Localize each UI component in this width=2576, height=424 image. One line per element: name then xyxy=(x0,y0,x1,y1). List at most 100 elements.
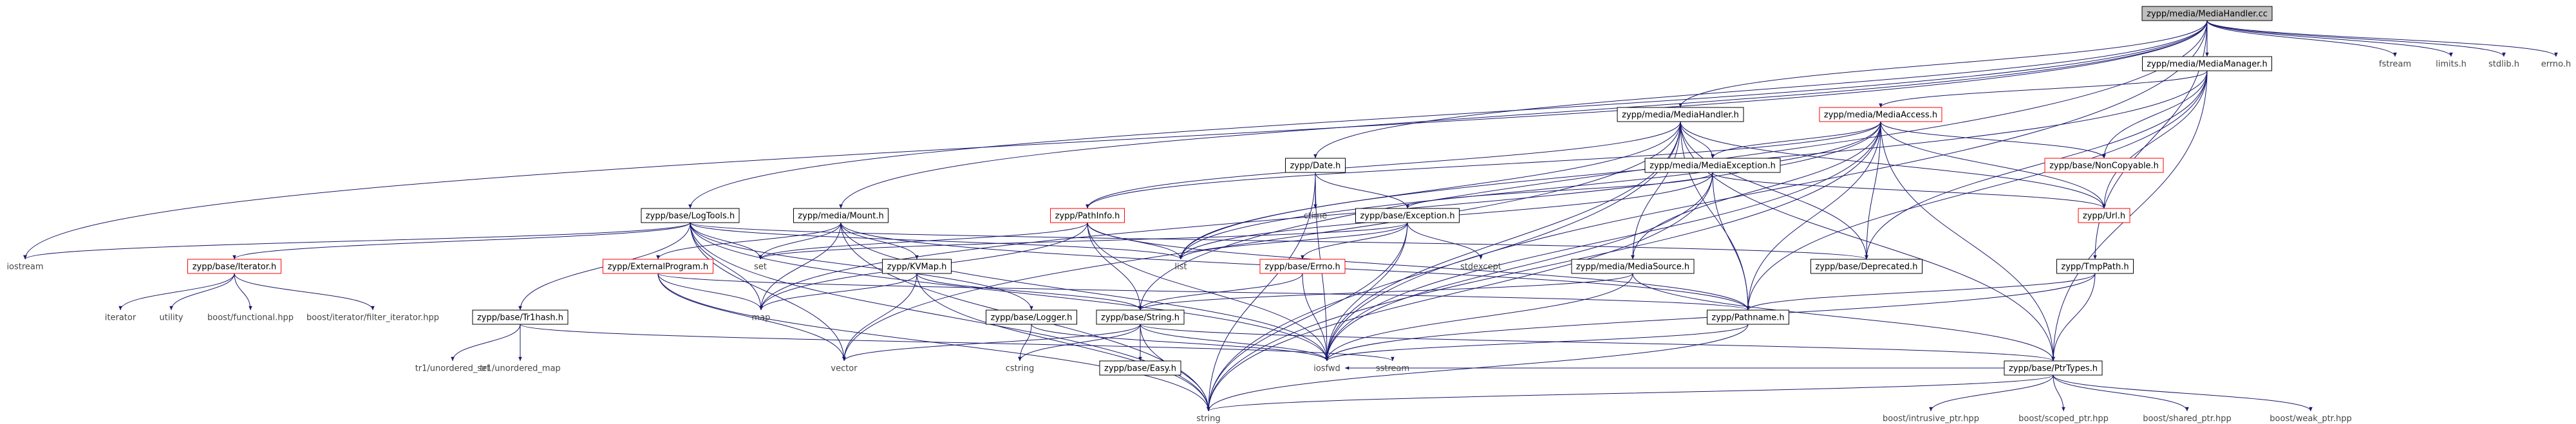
edge-ma-to-string xyxy=(1207,121,1881,412)
node-box xyxy=(882,259,952,274)
edge-logtools-to-map xyxy=(690,222,763,311)
edge-trhash-to-sstream xyxy=(520,324,1395,362)
node-label: zypp/media/MediaManager.h xyxy=(2147,60,2267,69)
node-box xyxy=(472,309,569,325)
node-list: list xyxy=(1174,263,1187,272)
node-zypp-tmppath-h[interactable]: zypp/TmpPath.h xyxy=(2056,259,2134,274)
node-zypp-kvmap-h[interactable]: zypp/KVMap.h xyxy=(882,259,952,274)
node-label: zypp/base/Deprecated.h xyxy=(1816,263,1918,272)
node-zypp-media-mediaaccess-h[interactable]: zypp/media/MediaAccess.h xyxy=(1819,107,1942,122)
node-label: zypp/base/NonCopyable.h xyxy=(2049,161,2159,171)
node-zypp-url-h[interactable]: zypp/Url.h xyxy=(2078,208,2130,223)
node-label: zypp/KVMap.h xyxy=(887,263,947,272)
edge-logtools-to-logger xyxy=(690,222,1033,311)
node-label: boost/scoped_ptr.hpp xyxy=(2018,414,2109,424)
edge-bstring-to-cstring xyxy=(1018,324,1141,362)
node-zypp-externalprogram-h[interactable]: zypp/ExternalProgram.h xyxy=(603,259,713,274)
node-zypp-base-easy-h[interactable]: zypp/base/Easy.h xyxy=(1099,360,1181,376)
edge-root-to-errno xyxy=(2206,20,2558,57)
node-zypp-pathinfo-h[interactable]: zypp/PathInfo.h xyxy=(1050,208,1125,223)
edge-mexc-to-string xyxy=(1207,172,1713,412)
edge-mh-to-pathname xyxy=(1680,121,1750,311)
edge-root-to-stdlib xyxy=(2206,20,2506,57)
edge-kvmap-to-map xyxy=(759,273,917,311)
node-zypp-media-mediaexception-h[interactable]: zypp/media/MediaException.h xyxy=(1644,158,1781,173)
node-label: zypp/Pathname.h xyxy=(1711,313,1784,323)
node-tr1-unordered-set: tr1/unordered_set xyxy=(415,364,491,374)
node-label: zypp/base/Exception.h xyxy=(1360,212,1454,221)
edge-logtools-to-deprecated xyxy=(690,222,1868,260)
node-label: boost/iterator/filter_iterator.hpp xyxy=(306,313,439,323)
node-label: zypp/media/Mount.h xyxy=(798,212,883,221)
edge-pathinfo-to-bstring xyxy=(1087,222,1142,311)
edge-mexc-to-pathname xyxy=(1712,172,1750,311)
node-zypp-base-logtools-h[interactable]: zypp/base/LogTools.h xyxy=(641,208,740,223)
node-zypp-media-mediasource-h[interactable]: zypp/media/MediaSource.h xyxy=(1571,259,1695,274)
node-zypp-base-string-h[interactable]: zypp/base/String.h xyxy=(1096,309,1185,325)
node-label: utility xyxy=(160,313,183,323)
edge-iterator_h-to-iterator xyxy=(118,273,235,311)
edge-ma-to-deprecated xyxy=(1865,121,1881,260)
node-zypp-base-exception-h[interactable]: zypp/base/Exception.h xyxy=(1355,208,1460,223)
node-zypp-base-errno-h[interactable]: zypp/base/Errno.h xyxy=(1259,259,1346,274)
node-box xyxy=(2141,6,2273,21)
node-zypp-base-ptrtypes-h[interactable]: zypp/base/PtrTypes.h xyxy=(2004,360,2103,376)
node-string: string xyxy=(1196,414,1220,424)
node-box xyxy=(1707,309,1789,325)
edge-ma-to-list xyxy=(1179,121,1881,260)
edge-kvmap-to-vector xyxy=(842,273,917,362)
node-box xyxy=(793,208,888,223)
node-label: zypp/Url.h xyxy=(2083,212,2125,221)
node-zypp-media-mediamanager-h[interactable]: zypp/media/MediaManager.h xyxy=(2142,56,2272,71)
node-label: zypp/base/Tr1hash.h xyxy=(477,313,563,323)
edge-msource-to-bstring xyxy=(1138,273,1633,311)
edge-mexc-to-url xyxy=(1712,172,2106,209)
node-sstream: sstream xyxy=(1376,364,1409,374)
node-label: zypp/media/MediaHandler.cc xyxy=(2147,10,2268,19)
edge-bexc-to-set xyxy=(758,222,1408,260)
edge-mh-to-msource xyxy=(1631,121,1681,260)
edge-mm-to-url xyxy=(2102,70,2208,209)
edge-mm-to-ma xyxy=(1879,70,2208,108)
node-label: zypp/media/MediaSource.h xyxy=(1576,263,1689,272)
node-label: zypp/base/LogTools.h xyxy=(646,212,735,221)
node-zypp-media-mediahandler-cc[interactable]: zypp/media/MediaHandler.cc xyxy=(2141,6,2273,21)
node-box xyxy=(1096,309,1185,325)
node-map: map xyxy=(752,313,771,323)
node-label: zypp/TmpPath.h xyxy=(2061,263,2129,272)
node-label: limits.h xyxy=(2436,60,2467,69)
node-zypp-date-h[interactable]: zypp/Date.h xyxy=(1285,158,1346,173)
node-label: boost/functional.hpp xyxy=(207,313,294,323)
node-label: zypp/Date.h xyxy=(1290,161,1341,171)
node-zypp-base-iterator-h[interactable]: zypp/base/Iterator.h xyxy=(187,259,281,274)
node-zypp-base-noncopyable-h[interactable]: zypp/base/NonCopyable.h xyxy=(2044,158,2164,173)
node-zypp-pathname-h[interactable]: zypp/Pathname.h xyxy=(1707,309,1789,325)
edge-ma-to-mexc xyxy=(1711,121,1881,159)
edge-kvmap-to-bstring xyxy=(916,273,1142,311)
edge-extprog-to-pathname xyxy=(657,273,1750,311)
edge-errno_h-to-iosfwd xyxy=(1302,273,1329,362)
edge-date-to-string xyxy=(1207,172,1316,412)
node-zypp-media-mediahandler-h[interactable]: zypp/media/MediaHandler.h xyxy=(1617,107,1744,122)
node-zypp-base-deprecated-h[interactable]: zypp/base/Deprecated.h xyxy=(1810,259,1923,274)
edge-pathname-to-iosfwd xyxy=(1325,324,1749,362)
node-iostream: iostream xyxy=(6,263,43,272)
node-box xyxy=(2004,360,2103,376)
node-set: set xyxy=(754,263,767,272)
edge-extprog-to-map xyxy=(657,273,763,311)
node-label: zypp/base/Errno.h xyxy=(1264,263,1340,272)
edge-ma-to-url xyxy=(1880,121,2106,209)
node-zypp-base-logger-h[interactable]: zypp/base/Logger.h xyxy=(986,309,1077,325)
node-zypp-media-mount-h[interactable]: zypp/media/Mount.h xyxy=(793,208,888,223)
node-box xyxy=(986,309,1077,325)
node-boost-scoped-ptr-hpp: boost/scoped_ptr.hpp xyxy=(2018,414,2109,424)
node-label: zypp/base/Easy.h xyxy=(1104,364,1176,374)
edge-ma-to-noncopy xyxy=(1880,121,2106,159)
edge-msource-to-iosfwd xyxy=(1325,273,1633,362)
node-label: zypp/base/String.h xyxy=(1101,313,1180,323)
node-iterator: iterator xyxy=(105,313,136,323)
node-zypp-base-tr1hash-h[interactable]: zypp/base/Tr1hash.h xyxy=(472,309,569,325)
node-box xyxy=(1644,158,1781,173)
node-errno-h: errno.h xyxy=(2541,60,2571,69)
edge-ptrtypes-to-intrusive xyxy=(1929,374,2054,412)
